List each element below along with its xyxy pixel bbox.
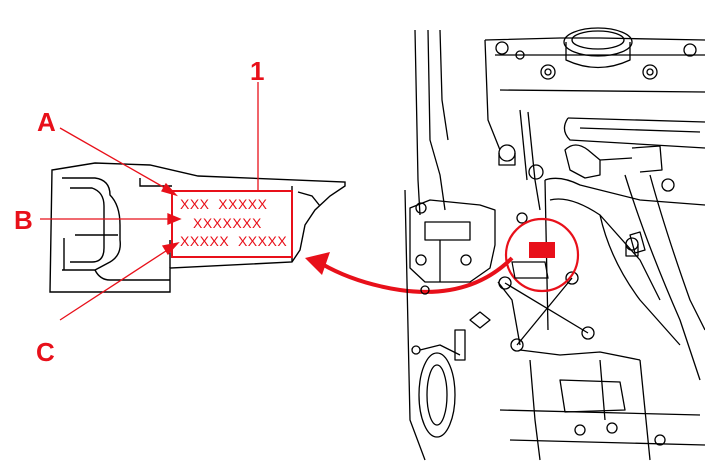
plate-location-marker: [529, 242, 555, 258]
plate-line-a: XXX XXXXX: [180, 196, 268, 212]
plate-line-c: XXXXX XXXXX: [180, 233, 287, 249]
id-plate: [171, 190, 293, 258]
highlight-circle: [504, 217, 580, 293]
callout-c: C: [36, 337, 55, 367]
callout-a: A: [37, 107, 56, 137]
engine-view: [404, 27, 705, 461]
callout-b: B: [14, 205, 33, 235]
leader-lines: [40, 82, 259, 321]
plate-line-b: XXXXXXX: [193, 215, 262, 231]
callout-number: 1: [250, 56, 264, 86]
pointer-arrow: [305, 252, 514, 294]
